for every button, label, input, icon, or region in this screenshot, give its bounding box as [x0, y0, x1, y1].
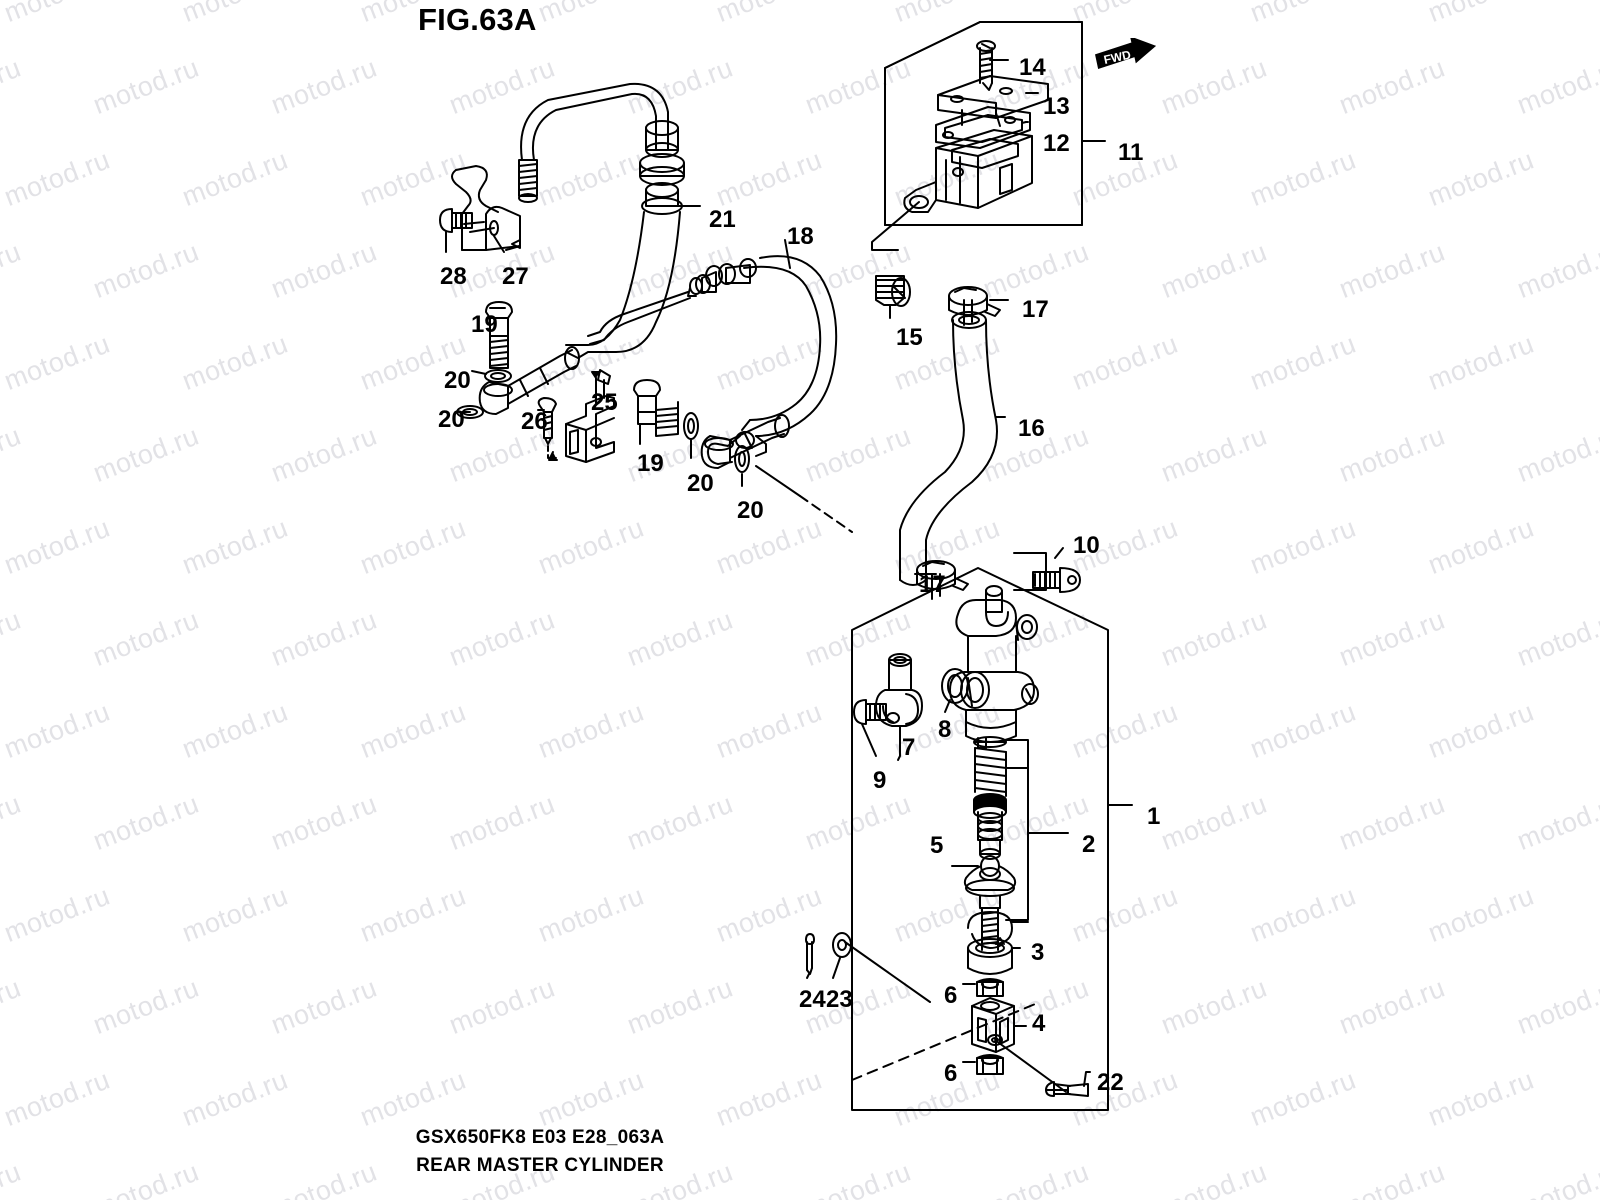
brake-pipe-icon: [518, 82, 685, 359]
callout-reservoir-cap: 13: [1043, 93, 1070, 120]
callout-reservoir-mount-bolt: 15: [896, 324, 923, 351]
reservoir-mount-bolt-icon: [875, 275, 911, 307]
caption-name: REAR MASTER CYLINDER: [416, 1155, 664, 1176]
callout-union-bolt: 9: [873, 767, 887, 794]
lock-nut-lower-icon: [976, 1054, 1004, 1075]
callout-reservoir-hose: 16: [1018, 415, 1045, 442]
fwd-label: FWD: [1102, 47, 1132, 66]
callout-mounting-screw: 10: [1073, 532, 1100, 559]
clevis-pin-icon: [1045, 1081, 1089, 1097]
callout-gasket-d: 20: [737, 497, 764, 524]
banjo-union-upper-icon: [478, 346, 580, 415]
callout-reservoir-assembly: 11: [1118, 139, 1144, 166]
guide-screw-icon: [537, 397, 557, 445]
page-title: FIG.63A: [418, 2, 537, 37]
callout-piston-stopper-washer: 5: [930, 832, 944, 859]
callout-washer: 23: [826, 986, 853, 1013]
callout-piston-cup-set: 2: [1082, 831, 1096, 858]
mounting-screw-icon: [1032, 567, 1081, 593]
dust-boot-icon: [967, 938, 1013, 975]
hose-guide-clamp-icon: [565, 369, 615, 463]
callout-lock-nut-lower: 6: [944, 1060, 958, 1087]
gasket-a-icon: [484, 369, 512, 383]
union-bolt-hose-upper-icon: [485, 301, 513, 369]
callout-union-bolt-hose-upper: 19: [471, 311, 498, 338]
bracket-bolt-icon: [439, 208, 473, 233]
master-cylinder-box: [851, 567, 1133, 1111]
callout-master-cylinder-assembly: 1: [1147, 803, 1161, 830]
callout-lock-nut-upper: 6: [944, 982, 958, 1009]
callout-push-rod-clevis: 4: [1032, 1010, 1046, 1037]
washer-icon: [832, 932, 852, 958]
piston-assembly-icon: [973, 736, 1007, 860]
callout-union-joint: 7: [902, 734, 916, 761]
union-bolt-hose-lower-icon: [633, 379, 679, 437]
reservoir-hose-icon: [899, 311, 998, 586]
banjo-union-lower-icon: [700, 414, 790, 469]
reservoir-body-icon: [903, 129, 1033, 213]
gasket-d-icon: [734, 445, 750, 473]
callout-reservoir-diaphragm: 12: [1043, 130, 1070, 157]
union-joint-icon: [875, 653, 923, 727]
callout-dust-boot: 3: [1031, 939, 1045, 966]
gasket-c-icon: [683, 412, 699, 440]
callout-guide-screw: 26: [521, 408, 548, 435]
callout-o-ring: 8: [938, 716, 952, 743]
master-cylinder-body-icon: [949, 585, 1039, 749]
lock-nut-upper-icon: [976, 978, 1004, 997]
callout-gasket-c: 20: [687, 470, 714, 497]
hose-clamp-lower-icon: [916, 560, 969, 600]
o-ring-icon: [941, 668, 969, 704]
callout-hose-clamp-lower: 17: [919, 571, 946, 598]
callout-hose-guide-clamp: 25: [591, 389, 618, 416]
callout-bracket-bolt: 28: [440, 263, 467, 290]
hose-clamp-upper-icon: [948, 286, 1001, 326]
fwd-marker: FWD: [1095, 36, 1161, 83]
callout-clevis-pin: 22: [1097, 1069, 1124, 1096]
callout-gasket-a: 20: [444, 367, 471, 394]
callout-cotter-pin: 24: [799, 986, 826, 1013]
callout-rear-brake-hose: 18: [787, 223, 814, 250]
hose-bracket-icon: [451, 165, 521, 251]
reservoir-diaphragm-icon: [935, 106, 1031, 149]
cotter-pin-icon: [805, 933, 815, 975]
push-rod-clevis-icon: [971, 997, 1015, 1053]
callout-hose-clamp-upper: 17: [1022, 296, 1049, 323]
callout-gasket-b: 20: [438, 406, 465, 433]
callout-hose-bracket: 27: [502, 263, 529, 290]
callout-union-bolt-hose-lower: 19: [637, 450, 664, 477]
reservoir-group: [871, 21, 1106, 326]
callout-cap-screw: 14: [1019, 54, 1046, 81]
callout-brake-pipe: 21: [709, 206, 736, 233]
cap-screw-icon: [976, 40, 996, 91]
caption-code: GSX650FK8 E03 E28_063A: [415, 1127, 665, 1148]
union-bolt-icon: [853, 699, 887, 725]
rear-brake-hose-icon: [587, 255, 838, 465]
